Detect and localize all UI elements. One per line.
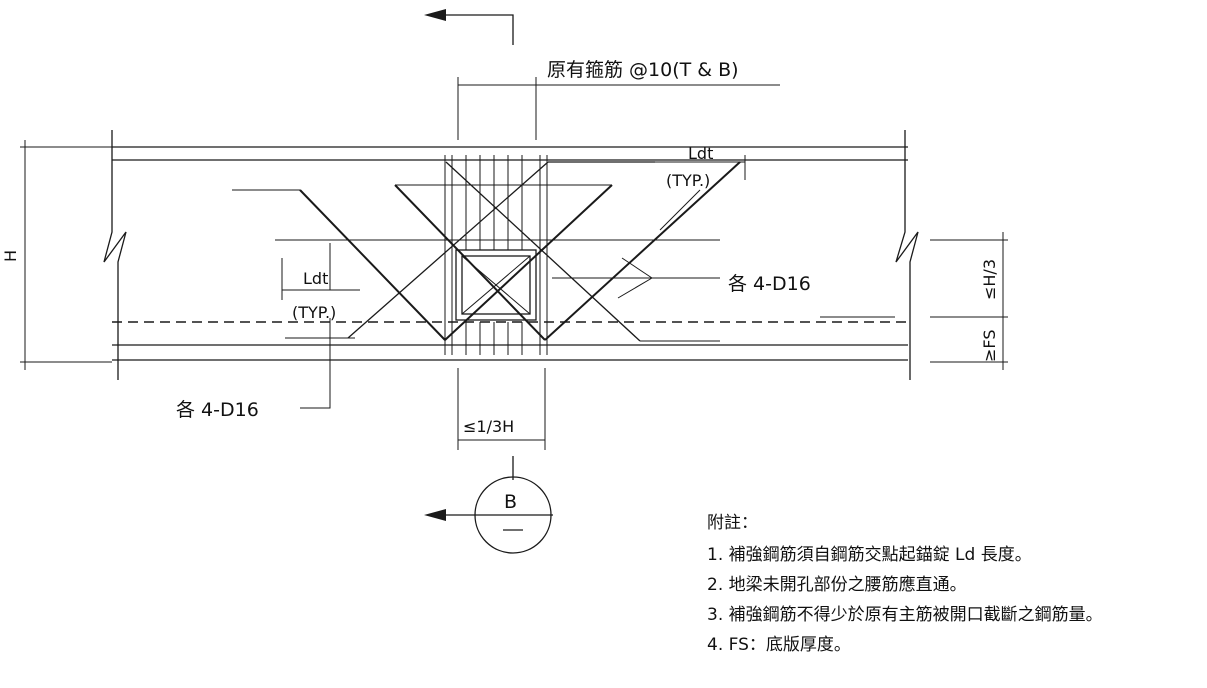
- notes-block: 附註： 1. 補強鋼筋須自鋼筋交點起錨錠 Ld 長度。 2. 地梁未開孔部份之腰…: [707, 508, 1103, 660]
- diagonal-bars: [299, 161, 741, 342]
- stirrup-dimension: [457, 77, 780, 140]
- width-label: ≤1/3H: [463, 417, 514, 436]
- ldt-left-dimension: [281, 243, 360, 300]
- beam-outline: [103, 130, 919, 380]
- section-mark-label: B: [504, 491, 517, 513]
- h-label: H: [1, 250, 20, 262]
- note-item-4: 4. FS：底版厚度。: [707, 635, 851, 655]
- section-cut-arrow-top: [424, 9, 514, 45]
- typ-left-label: (TYP.): [292, 303, 336, 322]
- section-marker: [424, 456, 553, 554]
- bars-right-leader: [552, 257, 720, 299]
- stirrup-label: 原有箍筋 @10(T & B): [547, 59, 739, 81]
- width-dimension: [457, 368, 546, 450]
- note-item-2: 2. 地梁未開孔部份之腰筋應直通。: [707, 575, 967, 595]
- fs-label: ≥FS: [980, 330, 999, 362]
- note-item-3: 3. 補強鋼筋不得少於原有主筋被開口截斷之鋼筋量。: [707, 605, 1103, 625]
- ldt-upper-label: Ldt: [688, 144, 713, 163]
- bars-left-label: 各 4-D16: [176, 399, 259, 421]
- h-dimension: [20, 140, 112, 370]
- ldt-upper-dimension: [655, 155, 746, 231]
- notes-title: 附註：: [707, 513, 758, 533]
- note-item-1: 1. 補強鋼筋須自鋼筋交點起錨錠 Ld 長度。: [707, 545, 1032, 565]
- ldt-left-label: Ldt: [303, 269, 328, 288]
- bars-left-leader: [300, 318, 331, 409]
- right-dimensions: [930, 232, 1008, 370]
- typ-upper-label: (TYP.): [666, 171, 710, 190]
- h3-label: ≤H/3: [980, 259, 999, 300]
- bars-right-label: 各 4-D16: [728, 273, 811, 295]
